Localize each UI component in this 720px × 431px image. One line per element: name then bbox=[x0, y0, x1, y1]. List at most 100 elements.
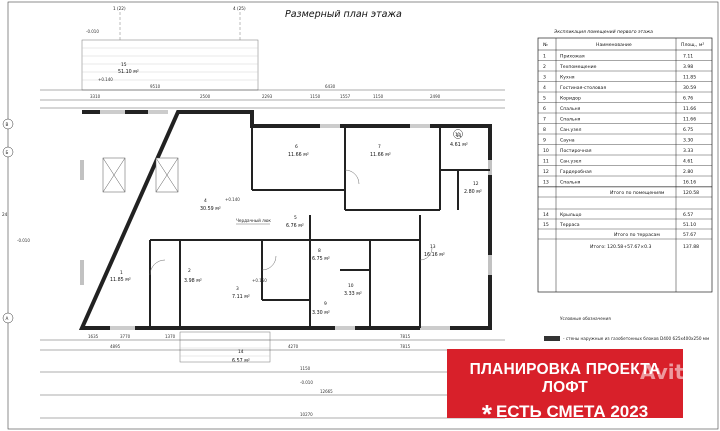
avito-watermark: Avito bbox=[640, 360, 698, 384]
schedule-row-num: 6 bbox=[543, 106, 546, 112]
room-5-num: 5 bbox=[294, 215, 297, 221]
extra-row-15-name: Терраса bbox=[559, 222, 580, 228]
dim-bot-7: 7815 bbox=[400, 344, 411, 349]
room-3-num: 3 bbox=[236, 286, 239, 292]
room-14-num: 14 bbox=[238, 349, 244, 355]
room-labels: 1 11.85 м² 2 3.98 м² 3 7.11 м² 4 30.59 м… bbox=[110, 133, 482, 364]
schedule-row-name: Постирочная bbox=[560, 148, 592, 154]
dim-top-8: 1150 bbox=[373, 94, 384, 99]
room-10-area: 3.33 м² bbox=[344, 291, 362, 297]
subtotal-rooms-label: Итого по помещениям bbox=[610, 190, 665, 196]
schedule-row-area: 2.80 bbox=[683, 169, 693, 175]
dim-bot-1: 1635 bbox=[88, 334, 99, 339]
schedule-row-name: Гардеробная bbox=[560, 169, 592, 175]
porch-outline bbox=[179, 331, 271, 363]
axis-label-1: 1 (22) bbox=[113, 6, 126, 11]
schedule-row-name: Сауна bbox=[560, 138, 575, 144]
dim-bot-8: 1150 bbox=[300, 366, 311, 371]
schedule-row-num: 13 bbox=[543, 180, 549, 186]
schedule-row-name: Сан.узел bbox=[560, 159, 581, 165]
dim-bot-2: 3770 bbox=[120, 334, 131, 339]
room-11-num: 11 bbox=[456, 133, 462, 139]
terrace-area: 51.10 м² bbox=[118, 69, 139, 75]
axis-label-4: 4 (25) bbox=[233, 6, 246, 11]
room-5-area: 6.76 м² bbox=[286, 223, 304, 229]
room-1-num: 1 bbox=[120, 270, 123, 276]
promo-star: * bbox=[481, 399, 492, 429]
level-mark-4: +0.150 bbox=[252, 278, 267, 283]
schedule-title: Экспликация помещений первого этажа bbox=[553, 29, 653, 35]
axis-col-11: 11 bbox=[455, 132, 461, 137]
room-4-num: 4 bbox=[204, 198, 207, 204]
dim-top-6: 1150 bbox=[310, 94, 321, 99]
schedule-row-area: 16.16 bbox=[683, 180, 696, 186]
schedule-row-area: 3.33 bbox=[683, 148, 693, 154]
schedule-row-name: Спальня bbox=[560, 106, 581, 112]
schedule-row-area: 6.76 bbox=[683, 96, 693, 102]
subtotal-rooms-value: 120.58 bbox=[683, 190, 699, 196]
room-13-area: 16.16 м² bbox=[424, 252, 445, 258]
schedule-row-area: 11.85 bbox=[683, 75, 696, 81]
room-14-area: 6.57 м² bbox=[232, 358, 250, 364]
schedule-row-area: 30.59 bbox=[683, 85, 696, 91]
outer-walls bbox=[78, 110, 492, 330]
drawing-title: Размерный план этажа bbox=[285, 9, 402, 20]
axis-row-v: В bbox=[6, 122, 9, 127]
total-value: 137.88 bbox=[683, 244, 699, 250]
schedule-row-area: 7.11 bbox=[683, 54, 693, 60]
schedule-row-area: 3.98 bbox=[683, 64, 693, 70]
room-12-area: 2.80 м² bbox=[464, 189, 482, 195]
schedule-row-area: 11.66 bbox=[683, 106, 696, 112]
schedule-row-name: Гостиная-столовая bbox=[560, 85, 606, 91]
schedule-row-name: Коридор bbox=[560, 96, 581, 102]
schedule-row-num: 3 bbox=[543, 75, 546, 81]
interior-walls bbox=[149, 126, 490, 328]
legend-title: Условные обозначения bbox=[560, 316, 611, 321]
room-7-num: 7 bbox=[378, 144, 381, 150]
room-6-num: 6 bbox=[295, 144, 298, 150]
level-mark-2: +0.140 bbox=[98, 77, 113, 82]
dim-top-9: 2490 bbox=[430, 94, 441, 99]
attic-hatch-note: Чердачный люк bbox=[236, 218, 271, 223]
room-3-area: 7.11 м² bbox=[232, 294, 250, 300]
room-schedule-table: Экспликация помещений первого этажа № На… bbox=[537, 29, 713, 293]
level-mark-5: -0.010 bbox=[17, 238, 30, 243]
terrace-outline bbox=[81, 39, 259, 91]
dim-top-3: 3310 bbox=[90, 94, 101, 99]
level-mark-3: +0.140 bbox=[225, 197, 240, 202]
dim-top-1: 9510 bbox=[150, 84, 161, 89]
schedule-row-num: 10 bbox=[543, 148, 549, 154]
schedule-header-num: № bbox=[543, 42, 548, 48]
dim-top-4: 2500 bbox=[200, 94, 211, 99]
schedule-row-name: Кухня bbox=[560, 75, 575, 81]
schedule-row-name: Спальня bbox=[560, 180, 581, 186]
schedule-row-area: 3.30 bbox=[683, 138, 693, 144]
room-8-area: 6.75 м² bbox=[312, 256, 330, 262]
dim-bot-6: 7815 bbox=[400, 334, 411, 339]
room-7-area: 11.66 м² bbox=[370, 152, 391, 158]
total-label: Итого: 120.58+57.67×0.3 bbox=[590, 244, 651, 250]
room-9-area: 3.30 м² bbox=[312, 310, 330, 316]
extra-row-15-num: 15 bbox=[543, 222, 549, 228]
schedule-row-name: Техпомещение bbox=[559, 64, 597, 70]
schedule-header-name: Наименование bbox=[596, 42, 632, 48]
subtotal-terrace-label: Итого по террасам bbox=[614, 232, 660, 238]
schedule-row-num: 12 bbox=[543, 169, 549, 175]
schedule-row-name: Сан.узел bbox=[560, 127, 581, 133]
subtotal-terrace-value: 57.67 bbox=[683, 232, 696, 238]
axis-row-a: А bbox=[6, 316, 9, 321]
room-2-num: 2 bbox=[188, 268, 191, 274]
extra-row-14-name: Крыльцо bbox=[560, 212, 582, 218]
promo-line-2-text: ЕСТЬ СМЕТА 2023 bbox=[495, 402, 649, 421]
room-4-area: 30.59 м² bbox=[200, 206, 221, 212]
extra-row-14-num: 14 bbox=[543, 212, 549, 218]
schedule-row-num: 11 bbox=[543, 159, 549, 165]
promo-line-2: *ЕСТЬ СМЕТА 2023 bbox=[447, 401, 683, 427]
room-8-num: 8 bbox=[318, 248, 321, 254]
extra-row-14-area: 6.57 bbox=[683, 212, 693, 218]
schedule-header-area: Площ., м² bbox=[681, 42, 704, 48]
dim-top-5: 2293 bbox=[262, 94, 273, 99]
legend-text: - стены наружные из газобетонных блоков … bbox=[563, 336, 709, 341]
schedule-row-num: 8 bbox=[543, 127, 546, 133]
